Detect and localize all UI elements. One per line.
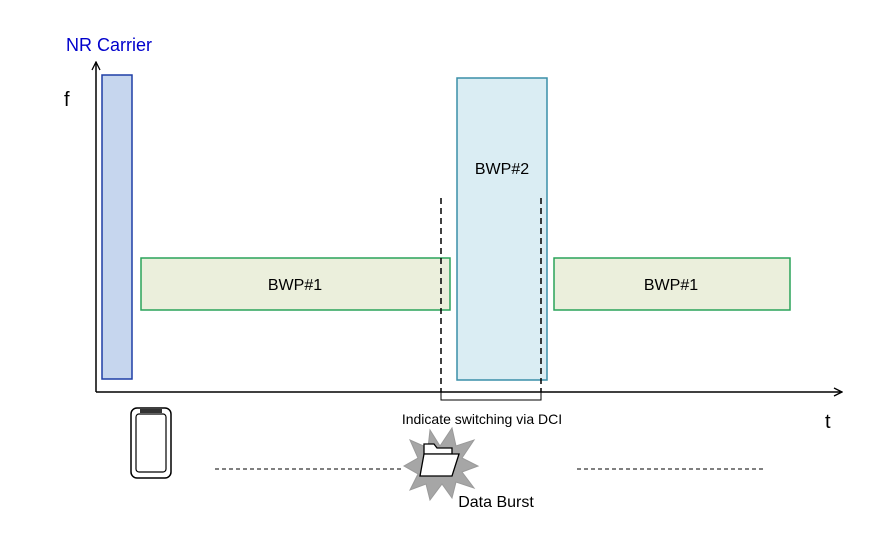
y-axis-label: f bbox=[64, 89, 70, 111]
bwp2-block bbox=[456, 77, 548, 381]
switch-annotation: Indicate switching via DCI bbox=[402, 411, 562, 427]
phone-icon bbox=[130, 407, 172, 479]
bwp2-label: BWP#2 bbox=[475, 161, 529, 178]
bwp1-left-block bbox=[140, 257, 451, 311]
x-axis-label: t bbox=[825, 411, 831, 433]
bwp1-right-block bbox=[553, 257, 791, 311]
bwp1-right-label: BWP#1 bbox=[644, 277, 698, 294]
carrier-label: NR Carrier bbox=[66, 35, 152, 55]
bwp1-left-label: BWP#1 bbox=[268, 277, 322, 294]
carrier-bandwidth-block bbox=[101, 74, 133, 380]
folder-icon bbox=[419, 443, 460, 477]
switch-window-bracket bbox=[440, 392, 542, 401]
burst-label: Data Burst bbox=[458, 494, 534, 511]
